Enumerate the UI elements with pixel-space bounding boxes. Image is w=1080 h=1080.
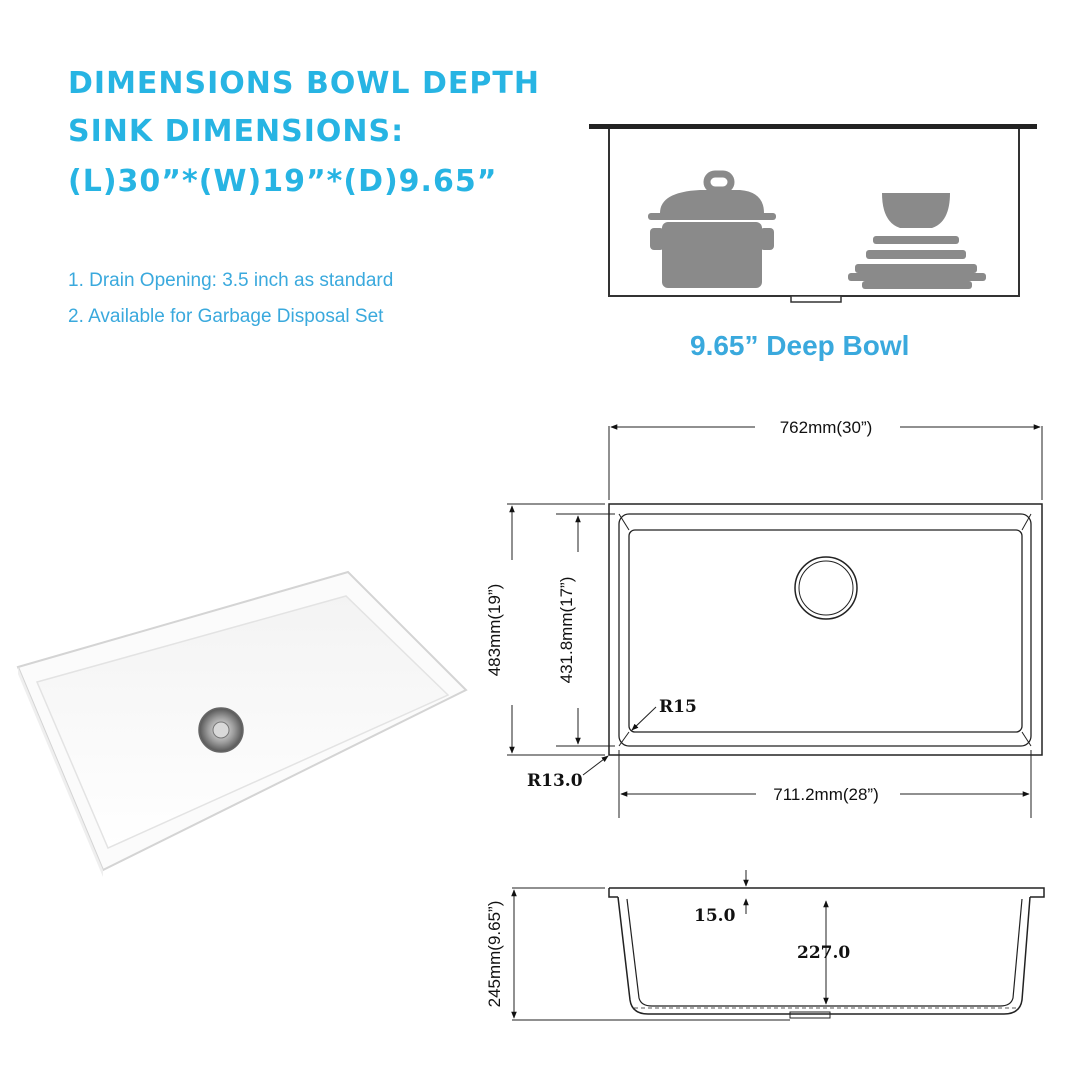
- title-line-1: DIMENSIONS BOWL DEPTH: [68, 66, 540, 101]
- sink-basin: [35, 595, 450, 849]
- overall-length-label: 762mm(30”): [780, 418, 873, 437]
- sink-product-render: [16, 570, 468, 877]
- feature-drain-opening: 1. Drain Opening: 3.5 inch as standard: [68, 270, 394, 291]
- deep-bowl-caption: 9.65” Deep Bowl: [690, 330, 910, 361]
- side-section-drawing: [511, 870, 1045, 1021]
- overall-width-label: 483mm(19”): [485, 584, 504, 677]
- title-line-3: (L)30”*(W)19”*(D)9.65”: [68, 164, 498, 199]
- countertop-line: [589, 124, 1037, 129]
- drain-outlet: [790, 295, 842, 303]
- rim-thickness-label: 15.0: [694, 906, 736, 926]
- title-line-2: SINK DIMENSIONS:: [68, 114, 405, 149]
- top-view-drawing: [507, 424, 1043, 818]
- sink-front-edge: [18, 667, 103, 877]
- dishes-stack-icon: [848, 193, 986, 289]
- bowl-outer-wall: [617, 896, 1031, 1015]
- cooking-pot-icon: [648, 170, 776, 288]
- feature-garbage-disposal: 2. Available for Garbage Disposal Set: [68, 306, 384, 327]
- inner-length-label: 711.2mm(28”): [773, 785, 879, 804]
- bowl-edge: [628, 529, 1023, 733]
- outer-radius-label: R13.0: [527, 771, 583, 791]
- inner-width-label: 431.8mm(17”): [557, 577, 576, 684]
- inner-radius-label: R15: [659, 697, 697, 717]
- overall-depth-label: 245mm(9.65”): [485, 901, 504, 1008]
- rim-profile: [609, 887, 1045, 898]
- bowl-depth-label: 227.0: [797, 943, 850, 963]
- bowl-inner-wall: [626, 898, 1023, 1007]
- inner-flange: [618, 513, 1032, 747]
- drain-hole: [794, 556, 858, 620]
- deep-bowl-illustration: [589, 124, 1037, 303]
- outer-rim: [608, 503, 1043, 756]
